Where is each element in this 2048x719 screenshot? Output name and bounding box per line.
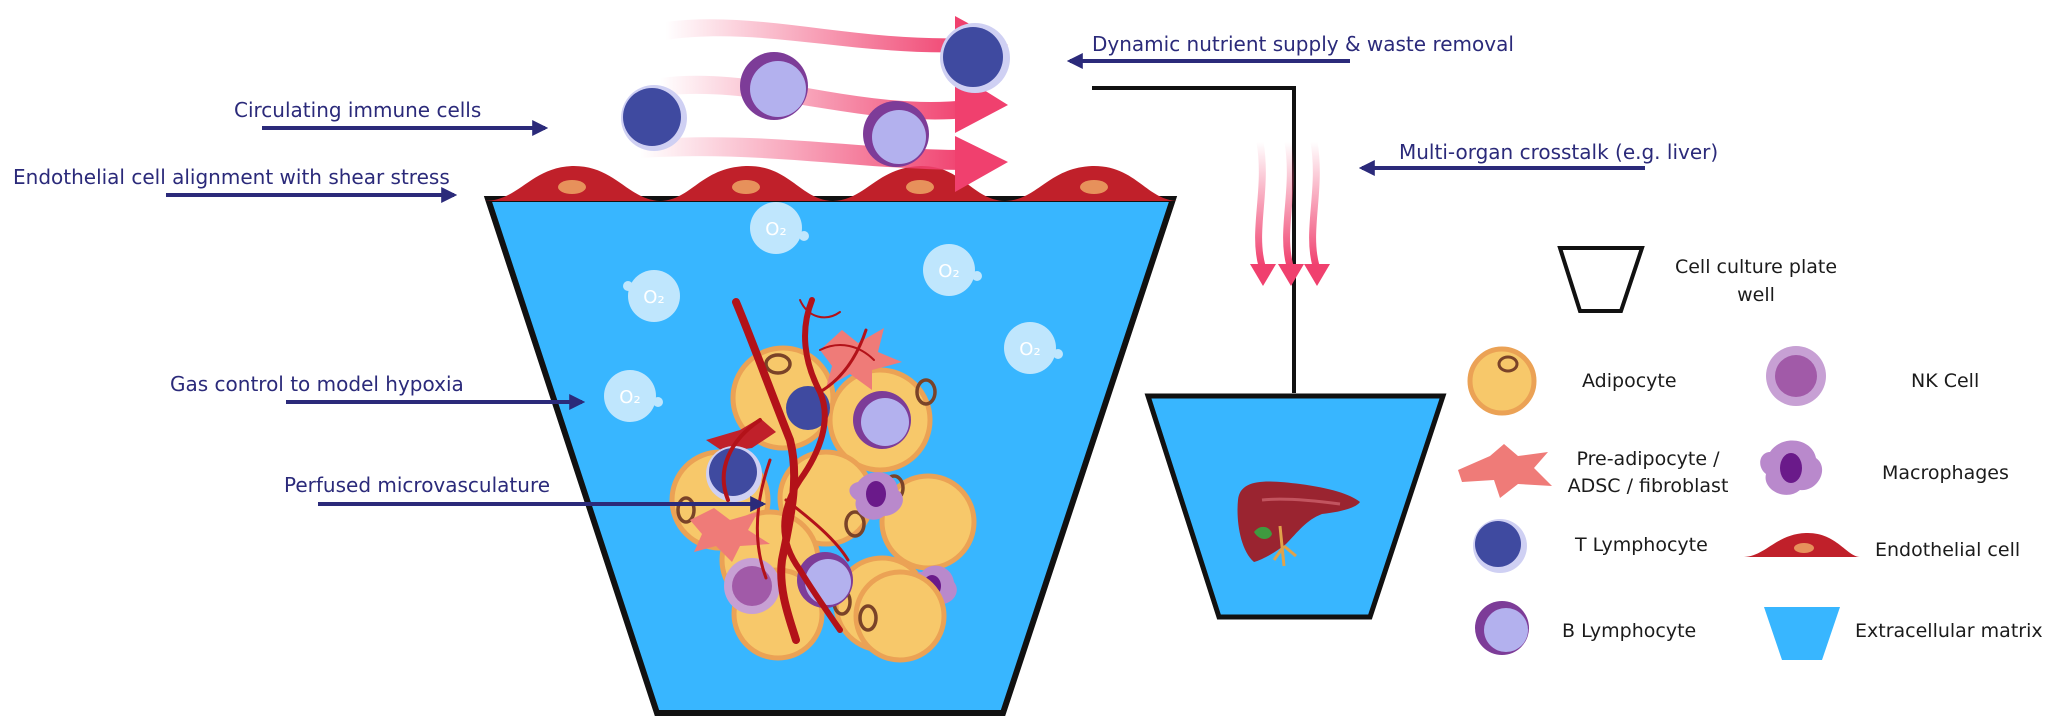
oxygen-label: O₂	[619, 387, 640, 408]
callout-arrows	[166, 53, 1645, 512]
legend-adipocyte-icon	[1467, 346, 1537, 416]
legend-nk-cell-label: NK Cell	[1911, 370, 1979, 392]
legend-endothelial-cell-label: Endothelial cell	[1875, 539, 2020, 561]
legend: Cell culture plate well Adipocyte NK Cel…	[1458, 246, 2043, 660]
crosstalk-connector	[1092, 86, 1296, 393]
circulating-b-lymphocyte	[740, 52, 808, 120]
oxygen-label: O₂	[643, 287, 664, 308]
legend-preadipocyte-label: Pre-adipocyte /	[1576, 448, 1720, 470]
legend-preadipocyte-icon	[1458, 444, 1552, 498]
label-nutrient-supply: Dynamic nutrient supply & waste removal	[1092, 32, 1514, 56]
legend-nk-cell-icon	[1766, 346, 1826, 406]
endothelial-layer	[485, 165, 1178, 201]
legend-endothelial-cell-icon	[1744, 532, 1860, 557]
pre-adipocyte	[690, 508, 770, 562]
legend-preadipocyte-label-2: ADSC / fibroblast	[1568, 475, 1729, 497]
label-perfused-microvasculature: Perfused microvasculature	[284, 473, 550, 497]
label-gas-control: Gas control to model hypoxia	[170, 372, 464, 396]
oxygen-bubble: O₂	[623, 270, 680, 322]
circulating-t-lymphocyte	[621, 85, 687, 151]
circulating-b-lymphocyte-2	[863, 101, 929, 167]
oxygen-label: O₂	[1019, 339, 1040, 360]
label-circulating-immune-cells: Circulating immune cells	[234, 98, 481, 122]
adipocyte	[853, 569, 947, 663]
oxygen-label: O₂	[765, 219, 786, 240]
microvasculature	[721, 297, 875, 644]
legend-b-lymphocyte-icon	[1475, 601, 1529, 655]
legend-plate-well-icon	[1557, 246, 1645, 313]
legend-plate-well-label: Cell culture plate	[1675, 256, 1837, 278]
legend-ecm-icon	[1764, 607, 1840, 660]
legend-plate-well-label-2: well	[1737, 284, 1775, 306]
legend-b-lymphocyte-label: B Lymphocyte	[1562, 620, 1696, 642]
crosstalk-flow-arrows	[1250, 141, 1330, 286]
legend-macrophage-icon	[1760, 440, 1823, 495]
label-endothelial-alignment: Endothelial cell alignment with shear st…	[13, 165, 450, 189]
oxygen-bubble: O₂	[604, 370, 663, 422]
macrophage	[849, 472, 903, 520]
legend-ecm-label: Extracellular matrix	[1855, 620, 2043, 642]
liver-icon	[1237, 481, 1360, 567]
oxygen-bubble: O₂	[750, 202, 809, 254]
legend-t-lymphocyte-icon	[1473, 519, 1527, 573]
oxygen-bubble: O₂	[1004, 322, 1063, 374]
legend-macrophages-label: Macrophages	[1882, 462, 2009, 484]
circulating-t-lymphocyte-2	[940, 23, 1010, 93]
oxygen-bubbles: O₂ O₂ O₂ O₂ O₂	[604, 202, 1063, 422]
b-lymphocyte	[853, 391, 911, 449]
t-lymphocyte	[706, 446, 762, 502]
oxygen-label: O₂	[938, 261, 959, 282]
legend-t-lymphocyte-label: T Lymphocyte	[1574, 534, 1708, 556]
legend-adipocyte-label: Adipocyte	[1582, 370, 1677, 392]
oxygen-bubble: O₂	[923, 244, 982, 296]
label-multi-organ-crosstalk: Multi-organ crosstalk (e.g. liver)	[1399, 140, 1718, 164]
nk-cell	[724, 558, 780, 614]
